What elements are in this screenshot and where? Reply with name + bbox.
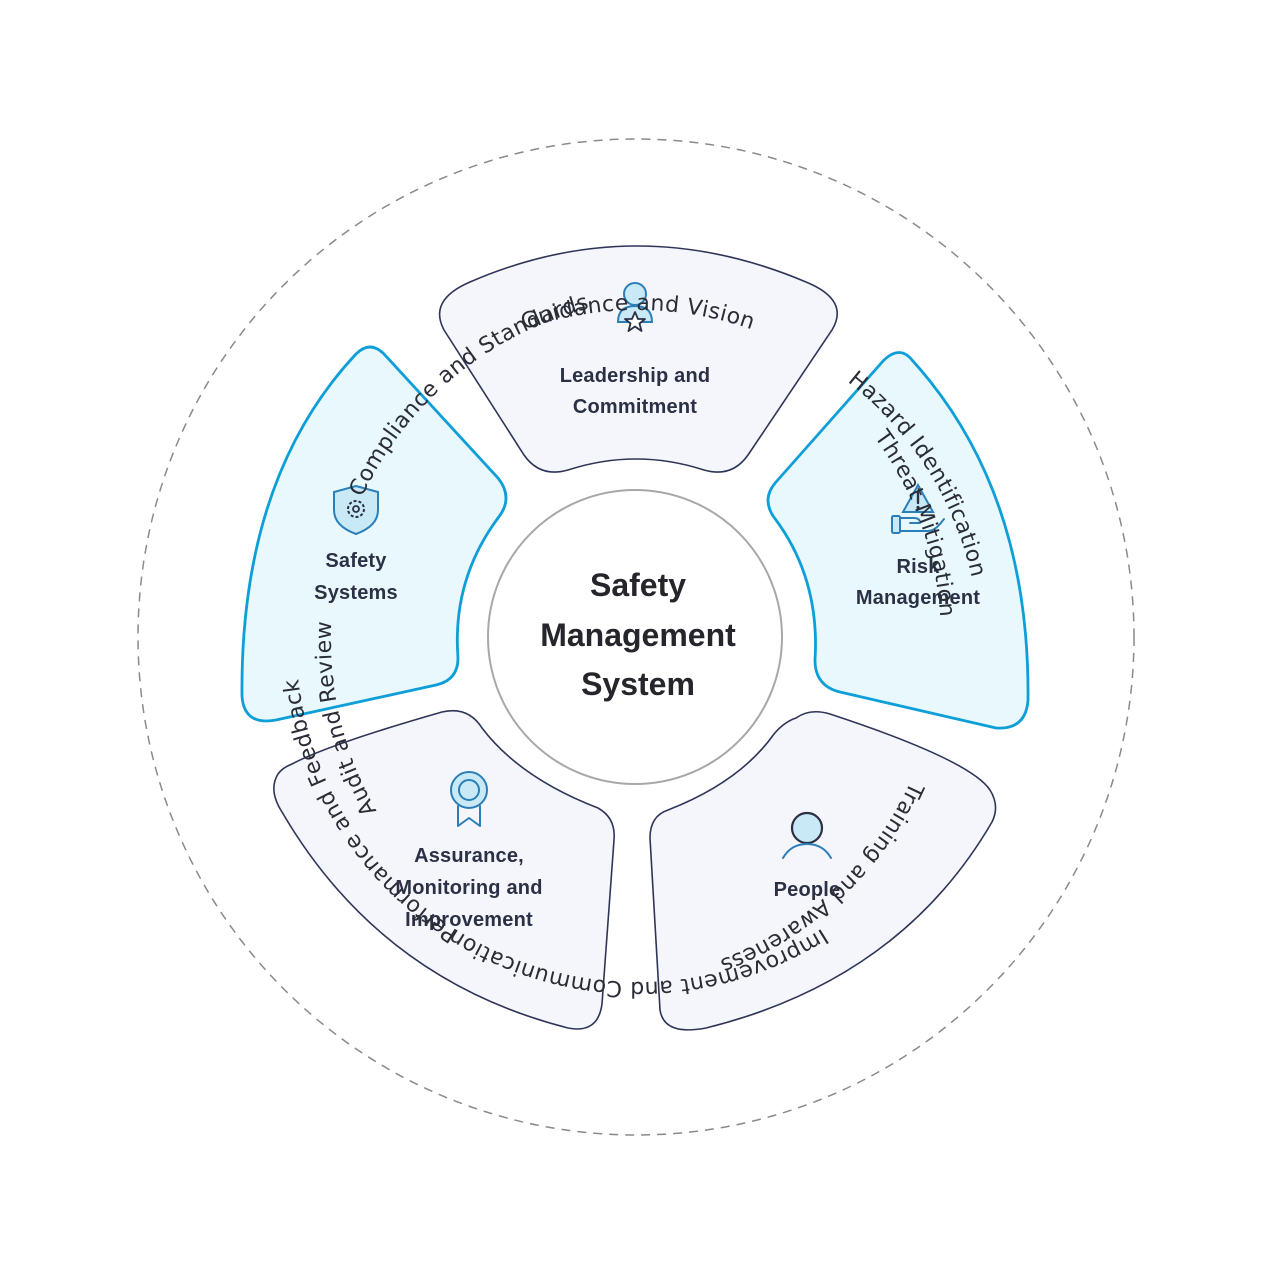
center-title-line-2: Management: [540, 617, 736, 653]
award-ribbon-icon: [450, 771, 488, 827]
center-title-line-1: Safety: [590, 567, 686, 603]
segment-leadership[interactable]: Leadership and Commitment: [438, 245, 838, 473]
segment-assurance-line-1: Assurance,: [414, 845, 524, 867]
segment-safety-systems[interactable]: Safety Systems: [240, 345, 508, 723]
segment-leadership-line-2: Commitment: [573, 396, 697, 418]
segment-safety-systems-line-1: Safety: [325, 550, 387, 572]
center-title-line-3: System: [581, 666, 695, 702]
shield-gear-icon: [333, 484, 379, 536]
hazard-hand-icon: [891, 482, 945, 534]
leader-star-icon: [616, 282, 654, 332]
segment-risk-line-2: Management: [856, 587, 980, 609]
segment-assurance[interactable]: Assurance, Monitoring and Improvement: [273, 709, 615, 1030]
outer-dashed-ring: [137, 138, 1135, 1136]
segment-risk-line-1: Risk: [896, 556, 940, 578]
segment-risk[interactable]: Risk Management: [766, 351, 1030, 730]
segment-assurance-line-3: Improvement: [405, 909, 533, 931]
segment-assurance-line-2: Monitoring and: [395, 877, 542, 899]
person-icon: [782, 811, 832, 859]
segment-people[interactable]: People: [649, 710, 997, 1031]
segment-people-line-1: People: [774, 879, 841, 901]
segment-safety-systems-line-2: Systems: [314, 582, 398, 604]
segment-leadership-line-1: Leadership and: [560, 365, 711, 387]
center-hub: Safety Management System: [487, 489, 783, 785]
